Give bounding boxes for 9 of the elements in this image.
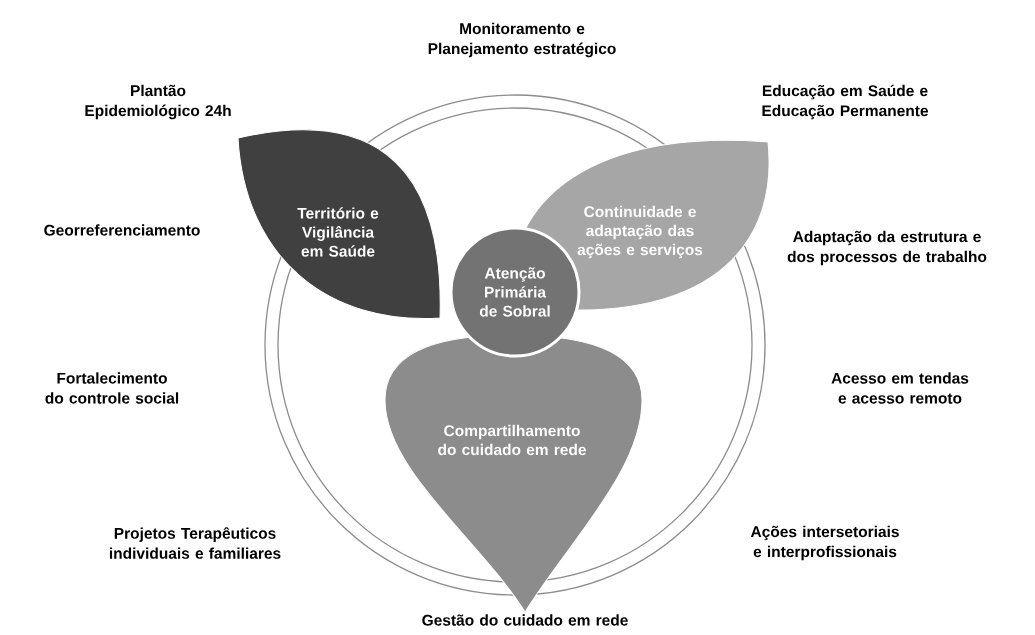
outer-label: Educação em Saúde e Educação Permanente <box>762 84 929 120</box>
outer-label: Plantão Epidemiológico 24h <box>85 84 231 120</box>
outer-label: Monitoramento e Planejamento estratégico <box>428 22 616 58</box>
outer-label: Projetos Terapêuticos individuais e familiares <box>109 527 281 559</box>
outer-label: Fortalecimento do controle social <box>45 372 179 404</box>
outer-label: Acesso em tendas e acesso remoto <box>831 372 969 404</box>
outer-label: Adaptação da estrutura e dos processos de trabalho <box>787 230 987 266</box>
outer-label: Georreferenciamento <box>44 224 200 236</box>
outer-label: Ações intersetoriais e interprofissionais <box>750 525 899 561</box>
